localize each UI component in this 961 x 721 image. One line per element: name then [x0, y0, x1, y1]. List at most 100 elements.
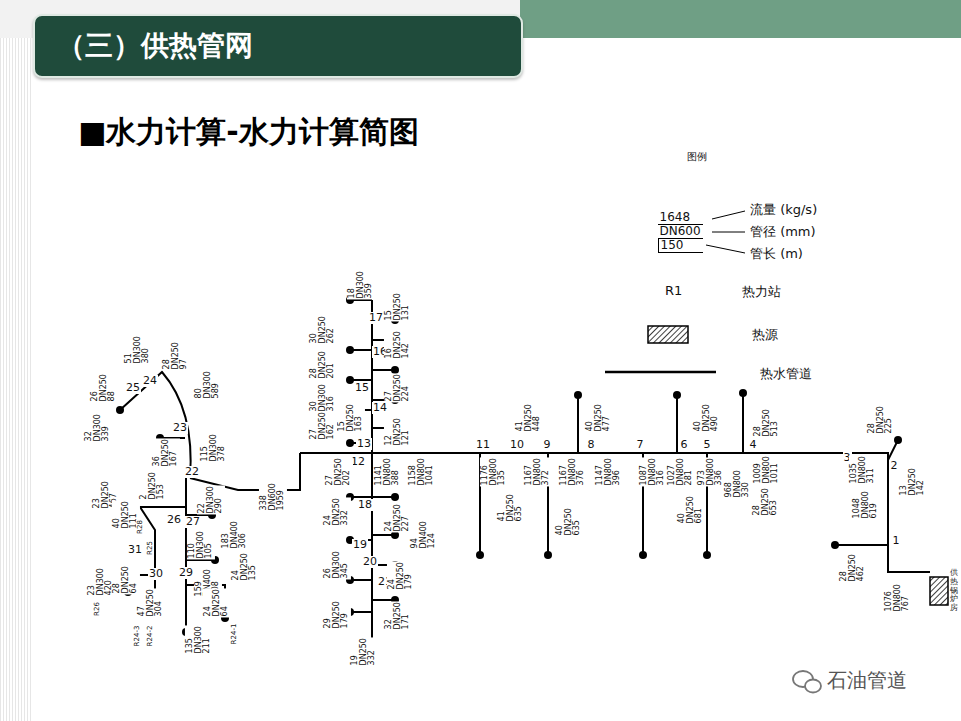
pipe-value: DN800	[417, 458, 426, 485]
header-box: （三）供热管网	[33, 14, 523, 78]
pipe-value: DN250	[212, 589, 221, 616]
pipe-label: 28DN25097	[161, 341, 189, 370]
pipe-value: 262	[326, 316, 335, 343]
pipe-label: 18DN300359	[346, 270, 374, 299]
slide-title: （三）供热管网	[57, 27, 253, 65]
pipe-value: DN800	[676, 458, 685, 485]
pipe-value: DN300	[206, 486, 215, 513]
pipe-value: 1011	[770, 456, 779, 483]
pipe-value: 94	[410, 521, 419, 548]
pipe-label: 15DN250163	[336, 403, 364, 432]
subtitle: ■水力计算-水力计算简图	[78, 112, 419, 153]
pipe-value: DN300	[196, 531, 205, 558]
pipe-label: 30DN300316	[308, 383, 336, 412]
pipe-label: 1076DN800767	[883, 583, 911, 612]
pipe-label: 28DN250201	[308, 350, 336, 379]
pipe-label: 28DN250653	[751, 487, 779, 516]
station-label: R28	[136, 520, 144, 534]
pipe-value: 121	[401, 418, 410, 445]
pipe-value: 345	[340, 551, 349, 578]
pipe-label: 183DN400306	[220, 520, 248, 549]
pipe-label: 13DN250142	[898, 467, 926, 496]
legend-heading: 图例	[687, 150, 707, 164]
pipe-value: 227	[401, 504, 410, 531]
pipe-value: 41	[497, 494, 506, 521]
pipe-value: DN250	[393, 504, 402, 531]
segment-number: 25	[125, 382, 141, 394]
pipe-value: 28	[752, 488, 761, 515]
pipe-label: 28DN25064	[111, 565, 139, 594]
legend-text: 管径 (mm)	[750, 223, 816, 241]
station-label: R26	[93, 602, 101, 616]
pipe-label: 338DN6001959	[258, 482, 286, 511]
segment-number: 13	[356, 438, 372, 450]
pipe-value: 29	[323, 601, 332, 628]
pipe-value: 142	[401, 331, 410, 358]
pipe-label: 15DN250131	[383, 292, 411, 321]
pipe-label: 26DN25088	[89, 373, 117, 402]
legend-text: 热水管道	[760, 365, 812, 383]
segment-number: 30	[148, 568, 164, 580]
pipe-value: 41	[515, 404, 524, 431]
pipe-value: 40	[585, 404, 594, 431]
pipe-value: DN300	[356, 271, 365, 298]
pipe-value: 51	[124, 336, 133, 363]
pipe-label: 28DN250513	[752, 408, 780, 437]
pipe-value: 26	[323, 551, 332, 578]
station-label: R24-1	[230, 624, 238, 645]
pipe-label: 26DN300345	[322, 550, 350, 579]
pipe-label: 40DN250111	[111, 500, 139, 529]
pipe-value: 179	[404, 562, 413, 589]
pipe-value: 23	[87, 568, 96, 595]
pipe-label: 80DN300589	[193, 370, 221, 399]
pipe-value: 306	[238, 521, 247, 548]
pipe-label: 1158DN8001041	[407, 457, 435, 486]
pipe-value: 183	[221, 521, 230, 548]
pipe-label: 27DN250202	[324, 457, 352, 486]
pipe-value: DN400	[230, 521, 239, 548]
pipe-label: 24DN250179	[386, 561, 414, 590]
pipe-label: 110DN300105	[186, 530, 214, 559]
pipe-value: DN300	[96, 568, 105, 595]
pipe-value: DN250	[396, 562, 405, 589]
pipe-value: DN250	[702, 404, 711, 431]
pipe-value: 22	[197, 486, 206, 513]
pipe-value: 28	[839, 554, 848, 581]
pipe-value: DN250	[332, 498, 341, 525]
pipe-label: 24DN250135	[230, 552, 258, 581]
legend-text: 管长 (m)	[750, 245, 803, 263]
pipe-value: DN800	[858, 456, 867, 483]
station-code: R1	[665, 283, 682, 298]
segment-number: 5	[703, 439, 712, 451]
pipe-value: 396	[612, 458, 621, 485]
pipe-value: 24	[323, 498, 332, 525]
side-stripes	[0, 0, 32, 721]
pipe-value: 316	[656, 458, 665, 485]
pipe-value: DN250	[121, 501, 130, 528]
pipe-value: 1041	[425, 458, 434, 485]
pipe-value: DN800	[893, 584, 902, 611]
watermark: 石油管道	[827, 667, 907, 694]
pipe-value: 28	[162, 342, 171, 369]
pipe-value: 462	[856, 554, 865, 581]
pipe-value: 28	[112, 566, 121, 593]
segment-number: 11	[475, 439, 491, 451]
pipe-label: 22DN300290	[196, 485, 224, 514]
pipe-label: 94DN400124	[409, 520, 437, 549]
pipe-value: DN250	[146, 589, 155, 616]
pipe-value: 619	[869, 491, 878, 518]
pipe-value: DN800	[706, 458, 715, 485]
pipe-label: 41DN250635	[496, 493, 524, 522]
pipe-label: 36DN250167	[151, 438, 179, 467]
pipe-value: 635	[572, 508, 581, 535]
pipe-value: 1158	[408, 458, 417, 485]
segment-number: 1	[892, 535, 901, 547]
pipe-value: 681	[694, 496, 703, 523]
pipe-value: 1035	[849, 456, 858, 483]
pipe-value: 490	[710, 404, 719, 431]
pipe-value: 376	[576, 458, 585, 485]
pipe-label: 1176DN800135	[479, 457, 507, 486]
pipe-value: 64	[220, 589, 229, 616]
pipe-value: 47	[137, 589, 146, 616]
pipe-value: 19	[350, 638, 359, 665]
